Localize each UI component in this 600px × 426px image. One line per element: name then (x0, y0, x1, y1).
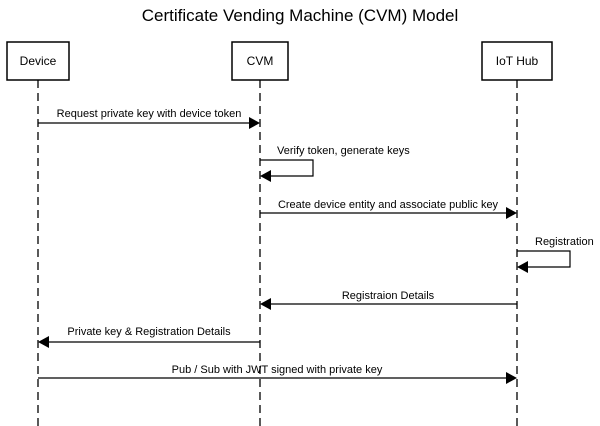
message-label: Pub / Sub with JWT signed with private k… (172, 364, 383, 376)
message-arrow-line (260, 159, 314, 177)
participant-box (481, 41, 553, 81)
arrowhead-icon (260, 298, 271, 310)
message-create-device-entity: Create device entity and associate publi… (260, 199, 517, 219)
participant-box (231, 41, 289, 81)
participant-cvm: CVM (231, 41, 289, 81)
message-label: Create device entity and associate publi… (278, 199, 499, 211)
arrowhead-icon (517, 261, 528, 273)
message-label: Private key & Registration Details (67, 326, 231, 338)
message-label: Registration (535, 236, 594, 248)
message-registration: Registration (517, 236, 594, 273)
message-label: Request private key with device token (57, 108, 242, 120)
message-label: Verify token, generate keys (277, 145, 410, 157)
arrowhead-icon (506, 372, 517, 384)
message-verify-token: Verify token, generate keys (260, 145, 410, 182)
message-registration-details: Registraion Details (260, 290, 517, 310)
message-label: Registraion Details (342, 290, 435, 302)
message-private-key-details: Private key & Registration Details (38, 326, 260, 348)
participant-box (6, 41, 70, 81)
participant-device: Device (6, 41, 70, 81)
arrowhead-icon (260, 170, 271, 182)
message-request-private-key: Request private key with device token (38, 108, 260, 129)
participant-iothub: IoT Hub (481, 41, 553, 81)
message-arrow-line (517, 250, 571, 268)
arrowhead-icon (506, 207, 517, 219)
message-pub-sub-jwt: Pub / Sub with JWT signed with private k… (38, 364, 517, 384)
diagram-title: Certificate Vending Machine (CVM) Model (142, 6, 459, 25)
participant-label: Device (20, 54, 57, 68)
participant-label: IoT Hub (496, 54, 539, 68)
participant-label: CVM (247, 54, 274, 68)
arrowhead-icon (38, 336, 49, 348)
arrowhead-icon (249, 117, 260, 129)
